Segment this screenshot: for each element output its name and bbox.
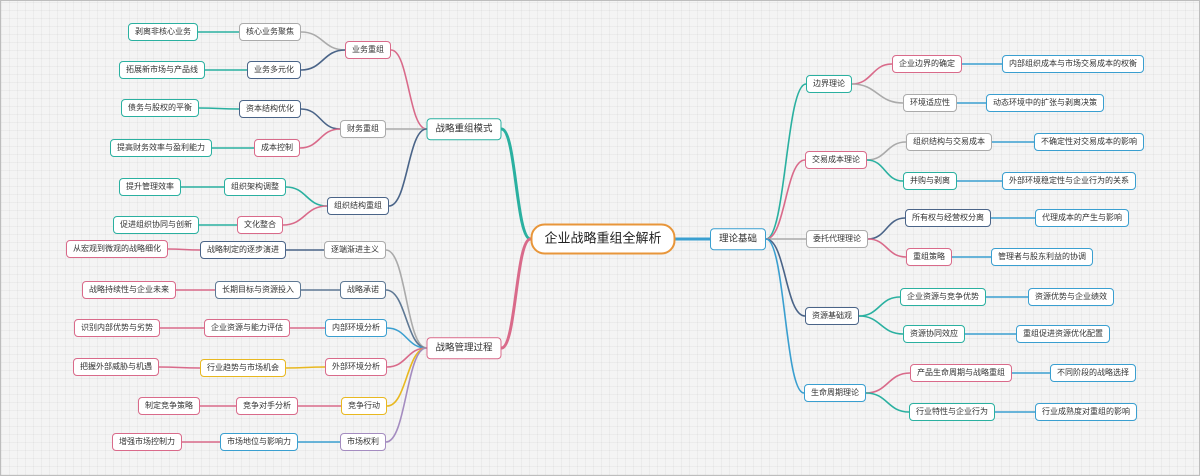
b1-org-adjust-detail[interactable]: 提升管理效率 [119,178,181,196]
b3-agency-theory[interactable]: 委托代理理论 [806,230,868,248]
connector-b2-market-power [385,347,427,443]
connector-b3-industry-behavior [865,392,910,413]
b1-culture-detail[interactable]: 促进组织协同与创新 [113,216,199,234]
b3-product-lifecycle[interactable]: 产品生命周期与战略重组 [910,364,1012,382]
connector-b3-adaptability [851,83,904,104]
connector-b3-restructure-strategy [867,238,907,258]
connector-b3-lifecycle [765,238,805,394]
b3-mna[interactable]: 并购与剥离 [903,172,957,190]
b2-internal-analysis-child[interactable]: 企业资源与能力评估 [204,319,290,337]
b1-business-restructuring[interactable]: 业务重组 [345,41,391,59]
b1-org-adjust[interactable]: 组织架构调整 [224,178,286,196]
b2-market-power-child[interactable]: 市场地位与影响力 [220,433,298,451]
b3-adaptability[interactable]: 环境适应性 [903,94,957,112]
b1-org-restructuring[interactable]: 组织结构重组 [327,197,389,215]
connector-branch-restructuring-modes [500,127,532,241]
b3-lifecycle[interactable]: 生命周期理论 [804,384,866,402]
connector-b3-org-transaction [866,141,907,161]
b3-product-lifecycle-detail[interactable]: 不同阶段的战略选择 [1050,364,1136,382]
connector-b3-resource-based [765,238,806,317]
b3-mna-detail[interactable]: 外部环境稳定性与企业行为的关系 [1002,172,1136,190]
connector-b3-mna [866,159,904,182]
b3-resource-based[interactable]: 资源基础观 [805,307,859,325]
b2-external-analysis-child[interactable]: 行业趋势与市场机会 [200,359,286,377]
b2-competitive-action[interactable]: 竞争行动 [341,397,387,415]
b3-boundary-determine-detail[interactable]: 内部组织成本与市场交易成本的权衡 [1002,55,1144,73]
connector-b3-resource-synergy [858,315,904,335]
b1-cost-control-detail[interactable]: 提高财务效率与盈利能力 [110,139,212,157]
b3-separation[interactable]: 所有权与经营权分离 [905,209,991,227]
b3-industry-behavior[interactable]: 行业特性与企业行为 [909,403,995,421]
branch-management-process[interactable]: 战略管理过程 [426,337,502,359]
branch-restructuring-modes[interactable]: 战略重组模式 [426,118,502,140]
b3-org-transaction-detail[interactable]: 不确定性对交易成本的影响 [1034,133,1144,151]
b2-commitment-child[interactable]: 长期目标与资源投入 [215,281,301,299]
connector-b2-external-analysis-child [285,366,326,369]
b3-transaction-cost[interactable]: 交易成本理论 [805,151,867,169]
connector-b1-core-focus [300,31,346,51]
b2-market-power[interactable]: 市场权利 [340,433,386,451]
connector-b1-culture [282,205,328,226]
b2-competitive-action-child[interactable]: 竞争对手分析 [236,397,298,415]
connector-b2-external-analysis-detail [158,366,201,369]
b1-cost-control[interactable]: 成本控制 [254,139,300,157]
b2-market-power-detail[interactable]: 增强市场控制力 [112,433,182,451]
connector-b2-incrementalism-detail [167,248,201,251]
connector-b1-diversification [300,49,346,71]
connector-b1-org-adjust [285,186,328,207]
b2-incrementalism[interactable]: 逐端渐进主义 [324,241,386,259]
connector-b2-commitment [385,289,427,349]
b3-org-transaction[interactable]: 组织结构与交易成本 [906,133,992,151]
b2-competitive-action-detail[interactable]: 制定竞争策略 [138,397,200,415]
connector-b3-transaction-cost [765,159,806,240]
b3-resource-advantage[interactable]: 企业资源与竞争优势 [900,288,986,306]
b3-separation-detail[interactable]: 代理成本的产生与影响 [1035,209,1129,227]
connector-b1-cost-control [299,128,341,149]
connector-b2-incrementalism [385,249,427,349]
b3-adaptability-detail[interactable]: 动态环境中的扩张与剥离决策 [986,94,1104,112]
connector-b2-internal-analysis [386,327,427,349]
connector-b3-boundary-theory [765,83,807,240]
b2-external-analysis-detail[interactable]: 把握外部威胁与机遇 [73,358,159,376]
b2-internal-analysis-detail[interactable]: 识别内部优势与劣势 [74,319,160,337]
b3-resource-synergy[interactable]: 资源协同效应 [903,325,965,343]
b2-commitment[interactable]: 战略承诺 [340,281,386,299]
connector-b1-business-restructuring [390,49,427,130]
b3-restructure-strategy-detail[interactable]: 管理者与股东利益的协调 [991,248,1093,266]
connector-b3-resource-advantage [858,296,901,317]
b1-diversification[interactable]: 业务多元化 [247,61,301,79]
root-node[interactable]: 企业战略重组全解析 [530,223,676,255]
b1-culture[interactable]: 文化整合 [237,216,283,234]
b2-incrementalism-detail[interactable]: 从宏观到微观的战略细化 [66,240,168,258]
b1-core-focus-detail[interactable]: 剥离非核心业务 [128,23,198,41]
connector-b3-separation [867,217,906,240]
connector-branch-management-process [500,237,532,350]
b1-financial-restructuring[interactable]: 财务重组 [340,120,386,138]
b1-capital-structure-detail[interactable]: 债务与股权的平衡 [121,99,199,117]
b2-internal-analysis[interactable]: 内部环境分析 [325,319,387,337]
connector-b1-capital-structure [300,108,341,130]
b3-boundary-determine[interactable]: 企业边界的确定 [892,55,962,73]
connector-b1-capital-structure-detail [198,107,240,110]
b1-diversification-detail[interactable]: 拓展新市场与产品线 [119,61,205,79]
b1-core-focus[interactable]: 核心业务聚焦 [239,23,301,41]
b3-restructure-strategy[interactable]: 重组策略 [906,248,952,266]
connector-b3-product-lifecycle [865,372,911,394]
b2-commitment-detail[interactable]: 战略持续性与企业未来 [82,281,176,299]
b1-capital-structure[interactable]: 资本结构优化 [239,100,301,118]
b3-boundary-theory[interactable]: 边界理论 [806,75,852,93]
connector-b1-org-restructuring [388,128,427,207]
b3-industry-behavior-detail[interactable]: 行业成熟度对重组的影响 [1035,403,1137,421]
b2-incrementalism-child[interactable]: 战略制定的逐步演进 [200,241,286,259]
connector-b3-boundary-determine [851,63,893,85]
b2-external-analysis[interactable]: 外部环境分析 [325,358,387,376]
b3-resource-synergy-detail[interactable]: 重组促进资源优化配置 [1016,325,1110,343]
b3-resource-advantage-detail[interactable]: 资源优势与企业绩效 [1028,288,1114,306]
branch-theory[interactable]: 理论基础 [709,228,767,250]
